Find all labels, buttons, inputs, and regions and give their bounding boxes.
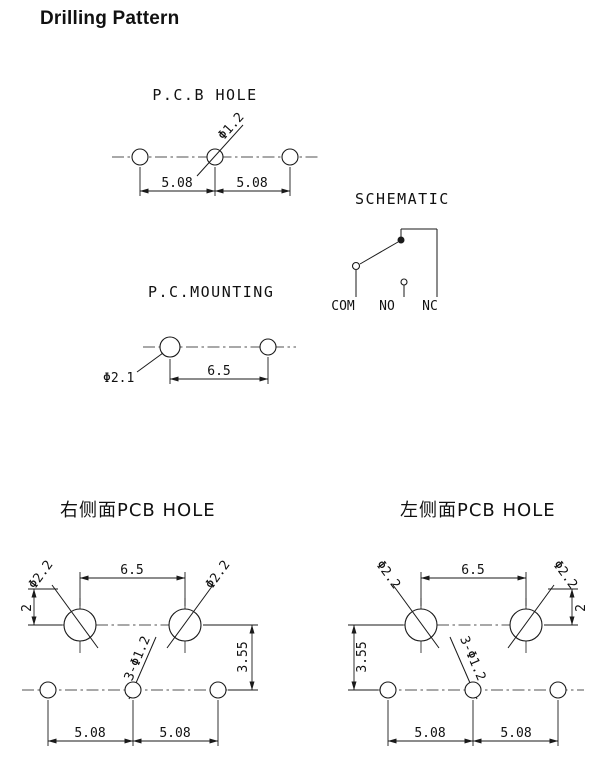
edge-offset-label: 2	[574, 604, 589, 612]
row-offset-label: 3.55	[236, 641, 251, 672]
right-side-title: 右侧面PCB HOLE	[60, 500, 216, 521]
mount-pitch-label: 6.5	[461, 563, 484, 578]
nc-label: NC	[422, 299, 438, 314]
mount-dia-right-label: Φ2.2	[550, 558, 581, 592]
mounting-hole-right	[168, 608, 202, 642]
edge-offset-label: 2	[20, 604, 35, 612]
mounting-hole-right	[509, 608, 543, 642]
terminal-dia-label: 3-Φ1.2	[456, 634, 488, 683]
leader-line	[136, 352, 164, 373]
pitch-left-label: 5.08	[414, 726, 445, 741]
pc-mounting-drawing: P.C.MOUNTING Φ2.1 6.5	[103, 283, 296, 386]
mount-dia-right-label: Φ2.2	[203, 558, 234, 592]
mounting-dia-label: Φ2.1	[103, 371, 134, 386]
pcb-hole-label: P.C.B HOLE	[152, 86, 257, 104]
mount-pitch-label: 6.5	[120, 563, 143, 578]
mount-dia-left-label: Φ2.2	[26, 558, 57, 592]
pitch-right-label: 5.08	[236, 176, 267, 191]
schematic-label: SCHEMATIC	[355, 190, 450, 208]
terminal-hole-center	[464, 681, 482, 699]
mounting-hole-left	[404, 608, 438, 642]
terminal-hole-left	[379, 681, 397, 699]
mount-dia-left-label: Φ2.2	[373, 558, 404, 592]
leader-line	[507, 584, 555, 649]
leader-line	[392, 584, 440, 649]
schematic-drawing: SCHEMATIC COM NO NC	[331, 190, 450, 314]
com-label: COM	[331, 299, 355, 314]
terminal-hole-right	[209, 681, 227, 699]
pcb-hole-drawing: P.C.B HOLE Φ1.2 5.08 5.08	[112, 86, 318, 196]
left-side-title: 左侧面PCB HOLE	[400, 500, 556, 521]
mounting-hole-left	[63, 608, 97, 642]
pitch-right-label: 5.08	[500, 726, 531, 741]
pitch-left-label: 5.08	[161, 176, 192, 191]
row-offset-label: 3.55	[355, 641, 370, 672]
switch-lever	[359, 241, 399, 265]
pcb-hole-left	[131, 148, 149, 166]
no-terminal	[400, 278, 408, 286]
contact-dot	[397, 236, 405, 244]
pc-mounting-label: P.C.MOUNTING	[148, 283, 274, 301]
pitch-left-label: 5.08	[74, 726, 105, 741]
right-side-view-drawing: 右侧面PCB HOLE 6.5 Φ2.2 Φ2.2 2	[20, 500, 258, 746]
pitch-right-label: 5.08	[159, 726, 190, 741]
mounting-hole-left	[159, 336, 181, 358]
page-title: Drilling Pattern	[40, 8, 180, 29]
leader-line	[166, 584, 214, 649]
terminal-hole-left	[39, 681, 57, 699]
terminal-dia-label: 3-Φ1.2	[122, 634, 154, 683]
terminal-hole-right	[549, 681, 567, 699]
left-side-view-drawing: 左侧面PCB HOLE 6.5 Φ2.2 Φ2.2 2	[348, 500, 589, 746]
no-label: NO	[379, 299, 395, 314]
mounting-pitch-label: 6.5	[207, 364, 230, 379]
mounting-hole-right	[259, 338, 277, 356]
terminal-hole-center	[124, 681, 142, 699]
leader-line	[196, 124, 244, 177]
pcb-hole-right	[281, 148, 299, 166]
com-terminal	[351, 261, 361, 271]
leader-line	[51, 584, 99, 649]
